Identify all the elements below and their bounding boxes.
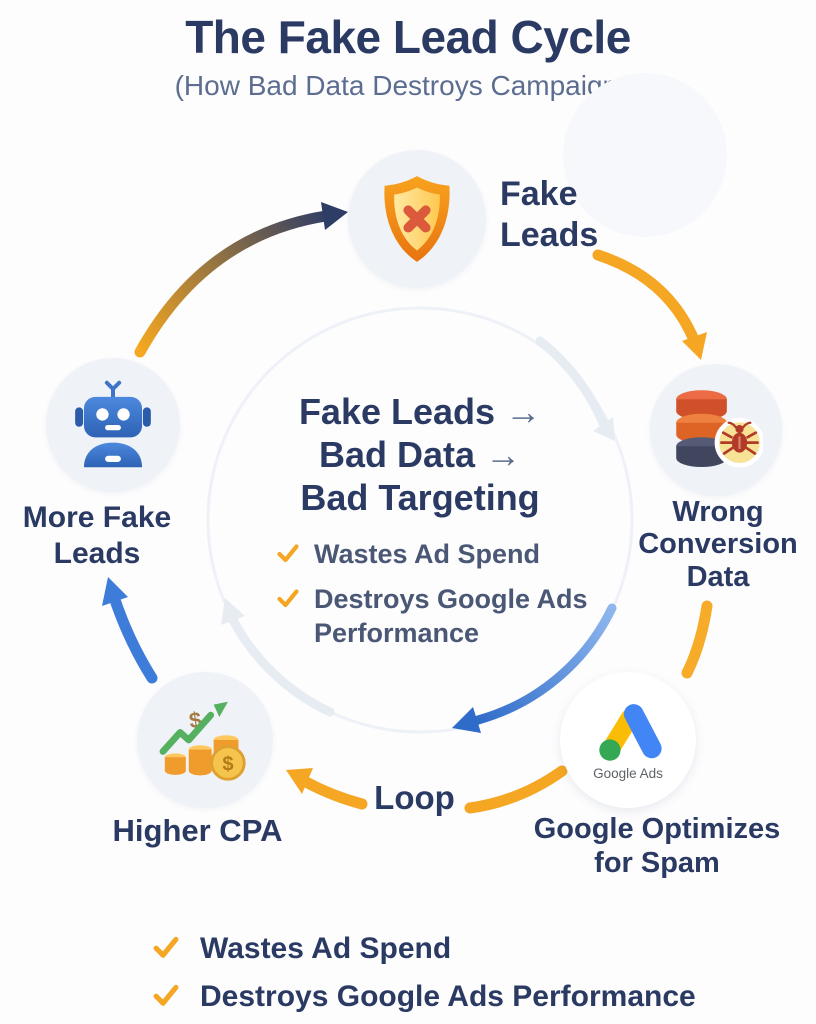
center-check-item: Destroys Google Ads Performance (276, 583, 592, 651)
center-check-item: Wastes Ad Spend (276, 538, 592, 572)
google-ads-caption: Google Ads (593, 765, 663, 781)
arrow-wrong-to-google (681, 600, 713, 679)
arrow-fake-to-wrong (592, 249, 707, 360)
label-higher-cpa: Higher CPA (112, 813, 283, 848)
node-fake-leads (348, 150, 486, 288)
flow-line-1: Fake Leads → (248, 390, 592, 433)
footer-check-item: Destroys Google Ads Performance (152, 978, 696, 1016)
node-google-ads: Google Ads (560, 672, 696, 808)
footer-check-item: Wastes Ad Spend (152, 930, 696, 968)
database-bug-icon (676, 390, 763, 468)
robot-icon (75, 380, 151, 468)
node-higher-cpa: $ $ (137, 672, 273, 808)
flow-line-3: Bad Targeting (248, 476, 592, 519)
flow-arrow-2: → (485, 434, 522, 476)
shield-x-icon (384, 176, 450, 262)
flow-text-3: Bad Targeting (300, 477, 540, 519)
center-checklist: Wastes Ad Spend Destroys Google Ads Perf… (248, 538, 592, 651)
center-check-text-2: Destroys Google Ads Performance (314, 584, 588, 649)
footer-check-text-2: Destroys Google Ads Performance (200, 979, 696, 1013)
check-icon (277, 543, 299, 562)
check-icon (153, 984, 179, 1006)
label-google-optimizes: Google Optimizes for Spam (533, 813, 781, 880)
footer-checklist: Wastes Ad Spend Destroys Google Ads Perf… (152, 930, 696, 1024)
rising-cpa-icon: $ $ (159, 701, 246, 781)
label-wrong-conversion: Wrong Conversion Data (638, 496, 798, 593)
center-flow-block: Fake Leads → Bad Data → Bad Targeting Wa… (248, 390, 592, 663)
node-more-fake-leads (46, 358, 180, 492)
check-icon (153, 936, 179, 958)
flow-text-2: Bad Data (318, 434, 476, 476)
label-fake-leads: Fake Leads (500, 175, 599, 254)
arrow-cpa-to-more (102, 577, 158, 684)
coin-dollar-glyph: $ (222, 754, 233, 776)
flow-line-2: Bad Data → (248, 433, 592, 476)
loop-label: Loop (374, 779, 455, 816)
label-more-fake-leads: More Fake Leads (22, 501, 172, 570)
node-wrong-conversion (650, 364, 782, 496)
flow-arrow-1: → (505, 391, 542, 432)
page-title: The Fake Lead Cycle (185, 11, 631, 63)
page-subtitle: (How Bad Data Destroys Campaigns) (174, 70, 642, 101)
bug-glyph (720, 421, 759, 455)
check-icon (277, 589, 299, 608)
center-check-text-1: Wastes Ad Spend (314, 538, 541, 569)
google-ads-icon (599, 703, 662, 761)
flow-text-1: Fake Leads (298, 391, 496, 432)
footer-check-text-1: Wastes Ad Spend (200, 932, 452, 965)
arrow-more-to-fake (134, 202, 348, 358)
